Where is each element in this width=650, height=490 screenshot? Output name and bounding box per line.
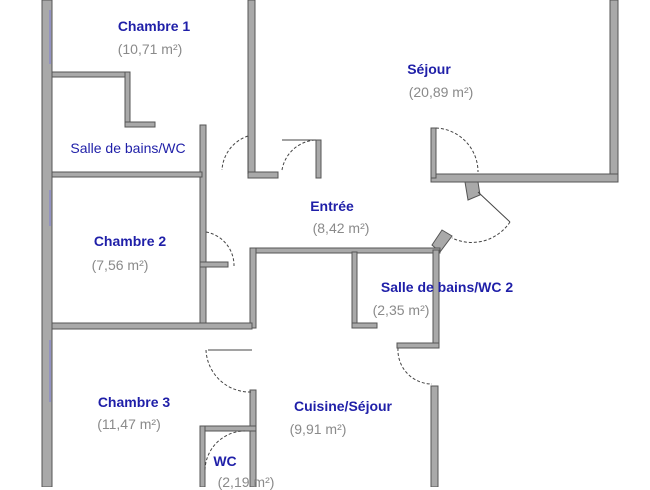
wall-sdb2-right [432, 249, 440, 346]
room-chambre2-area: (7,56 m²) [91, 257, 149, 273]
door-entree-main [451, 191, 511, 243]
room-chambre3-area: (11,47 m²) [97, 416, 161, 432]
room-entree-name: Entrée [310, 198, 354, 214]
wall-sdb2-left [351, 251, 358, 329]
wall-sejour-bottom [430, 173, 619, 183]
wall-sdb1-notch-v [124, 71, 131, 128]
wall-chambre1-chambre2 [51, 171, 203, 178]
wall-entree-bottom-left [249, 247, 257, 329]
wall-sdb1-right [199, 124, 207, 326]
room-sejour-area: (20,89 m²) [408, 84, 474, 100]
wall-chambre1-sejour [247, 0, 256, 176]
wall-chambre2-door-stub [199, 261, 229, 268]
wall-sejour-right [609, 0, 619, 183]
wall-wc-top [199, 425, 257, 432]
wall-sejour-left-bottom [247, 171, 279, 179]
door-chambre3 [205, 349, 253, 393]
room-sdb1-name: Salle de bains/WC [70, 140, 186, 156]
wall-sdb1-notch-h [124, 121, 156, 128]
door-chambre2 [205, 231, 235, 267]
room-wc-name: WC [213, 453, 237, 469]
room-cuisine-area: (9,91 m²) [289, 421, 347, 437]
room-cuisine-name: Cuisine/Séjour [293, 398, 393, 414]
wall-cuisine-left [249, 389, 257, 487]
room-entree-area: (8,42 m²) [312, 220, 370, 236]
room-sdb2-area: (2,35 m²) [372, 302, 430, 318]
room-sejour-name: Séjour [407, 61, 451, 77]
room-chambre2-name: Chambre 2 [93, 233, 167, 249]
door-wc [204, 430, 246, 471]
wall-entree-diagonal-top [464, 181, 481, 201]
wall-exterior-left [41, 0, 53, 487]
room-chambre3-name: Chambre 3 [97, 394, 171, 410]
wall-sdb1-top [51, 71, 131, 78]
room-chambre1-name: Chambre 1 [117, 18, 191, 34]
wall-sdb2-bottom [351, 322, 378, 329]
wall-sejour-bottom-stub [430, 127, 437, 179]
door-sejour-right [435, 127, 479, 173]
wall-chambre2-bottom [51, 322, 253, 330]
wall-sejour-door-jamb [315, 139, 322, 179]
room-wc-area: (2,19 m²) [217, 474, 275, 490]
door-sdb2 [397, 347, 433, 385]
wall-entree-bottom [249, 247, 441, 254]
wall-cuisine-right [430, 385, 439, 487]
door-sejour [281, 139, 317, 171]
wall-cuisine-door-stub [396, 342, 440, 349]
wall-wc-left [199, 425, 206, 487]
room-sdb2-name: Salle de bains/WC 2 [380, 279, 514, 295]
room-chambre1-area: (10,71 m²) [117, 41, 183, 57]
door-sdb1 [221, 135, 249, 174]
